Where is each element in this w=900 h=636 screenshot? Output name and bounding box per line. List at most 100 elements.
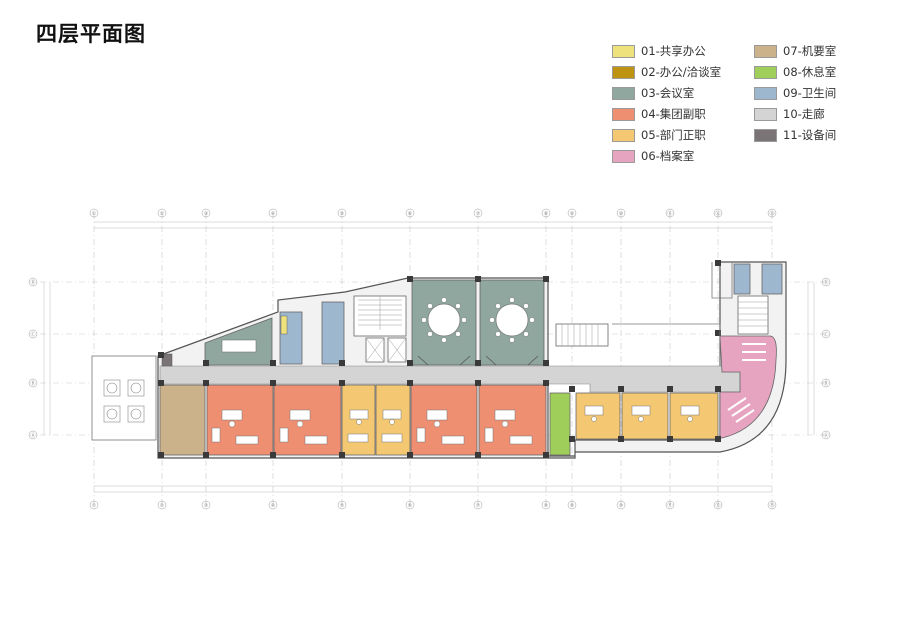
right-stair-treads	[561, 324, 599, 346]
col-label-bottom: ①	[92, 503, 97, 509]
legend-item-confidential-room: 07-机要室	[754, 42, 836, 60]
legend-label: 09-卫生间	[783, 86, 837, 100]
room-restroom-2	[321, 301, 345, 365]
row-label-right: Ⓒ	[823, 331, 828, 338]
archive-shelves	[727, 343, 766, 423]
col-label: ①	[92, 211, 97, 217]
row-label: Ⓓ	[30, 279, 35, 286]
col-label-bottom: ⑫	[715, 502, 720, 509]
legend-item-shared-office: 01-共享办公	[612, 42, 706, 60]
column-axis-labels-bottom	[89, 500, 777, 510]
legend-label: 01-共享办公	[641, 44, 706, 58]
legend-swatch	[612, 128, 635, 142]
office-chairs	[228, 416, 693, 428]
col-label-bottom: ④	[271, 503, 276, 509]
legend-swatch	[754, 128, 777, 142]
col-label-bottom: ③	[204, 503, 208, 509]
col-label-bottom: ⑨	[570, 503, 574, 509]
col-label-bottom: ⑪	[667, 502, 672, 509]
legend-label: 10-走廊	[783, 107, 825, 121]
terrace-fixtures	[103, 379, 145, 423]
room-dept-3	[575, 392, 621, 440]
col-label: ⑧	[544, 211, 549, 217]
row-label-right: Ⓐ	[823, 432, 828, 439]
row-label: Ⓑ	[30, 380, 35, 387]
legend-swatch	[612, 44, 635, 58]
row-label-right: Ⓑ	[823, 380, 828, 387]
legend-swatch	[754, 44, 777, 58]
room-confidential	[159, 384, 206, 456]
legend-label: 08-休息室	[783, 65, 837, 79]
legend-swatch	[754, 107, 777, 121]
col-label: ④	[271, 211, 276, 217]
conference-tables	[427, 303, 529, 337]
legend-label: 04-集团副职	[641, 107, 706, 121]
col-label: ⑪	[667, 210, 672, 217]
legend-swatch	[612, 65, 635, 79]
legend-swatch	[612, 149, 635, 163]
legend-item-conference-room: 03-会议室	[612, 84, 694, 102]
col-label-bottom: ⑤	[340, 503, 344, 509]
legend-label: 05-部门正职	[641, 128, 706, 142]
legend-swatch	[754, 65, 777, 79]
legend-label: 03-会议室	[641, 86, 695, 100]
right-stair	[555, 323, 609, 347]
north-core	[711, 262, 733, 299]
legend-item-corridor: 10-走廊	[754, 105, 825, 123]
left-terrace	[91, 355, 157, 441]
meeting-table	[221, 339, 257, 353]
conference-walls	[417, 355, 539, 366]
office-furniture	[211, 405, 700, 445]
legend-item-deputy-office: 04-集团副职	[612, 105, 706, 123]
legend-label: 02-办公/洽谈室	[641, 65, 722, 79]
row-axis-labels	[28, 277, 831, 440]
col-label-bottom: ⑩	[619, 503, 624, 509]
right-core-stair	[737, 295, 769, 335]
dimension-lines	[43, 221, 815, 493]
row-label: Ⓒ	[30, 331, 35, 338]
col-label: ⑥	[408, 211, 413, 217]
room-dept-4	[621, 392, 669, 440]
col-label-bottom: ⑦	[476, 503, 481, 509]
col-label-bottom: ②	[160, 503, 165, 509]
legend: 01-共享办公 02-办公/洽谈室 03-会议室 04-集团副职 05-部门正职…	[612, 42, 872, 168]
legend-item-archive-room: 06-档案室	[612, 147, 694, 165]
legend-label: 07-机要室	[783, 44, 837, 58]
page-title: 四层平面图	[36, 22, 146, 46]
room-equipment	[161, 353, 173, 367]
room-dept-5	[669, 392, 719, 440]
legend-item-department-head: 05-部门正职	[612, 126, 706, 144]
col-label: ⑦	[476, 211, 481, 217]
col-label: ②	[160, 211, 165, 217]
room-shared-office	[280, 315, 288, 335]
col-label-bottom: ⑬	[769, 502, 774, 509]
row-label-right: Ⓓ	[823, 279, 828, 286]
col-label-bottom: ⑥	[408, 503, 413, 509]
legend-swatch	[612, 107, 635, 121]
column-axis-labels-top	[89, 208, 777, 218]
right-core-treads	[738, 301, 768, 327]
legend-label: 11-设备间	[783, 128, 837, 142]
room-restroom-3	[733, 263, 751, 295]
stair-treads	[358, 296, 402, 330]
room-restroom-4	[761, 263, 783, 295]
legend-label: 06-档案室	[641, 149, 695, 163]
legend-item-equipment-room: 11-设备间	[754, 126, 836, 144]
room-lounge	[549, 392, 571, 456]
col-label: ⑩	[619, 211, 624, 217]
east-balcony	[612, 323, 721, 366]
legend-swatch	[612, 86, 635, 100]
legend-swatch	[754, 86, 777, 100]
legend-item-office-meeting: 02-办公/洽谈室	[612, 63, 721, 81]
col-label: ⑤	[340, 211, 344, 217]
col-label: ⑬	[769, 210, 774, 217]
col-label: ⑨	[570, 211, 574, 217]
axis-label-text: ① ② ③ ④ ⑤ ⑥ ⑦ ⑧ ⑨ ⑩ ⑪ ⑫ ⑬ ① ② ③ ④ ⑤ ⑥ ⑦ …	[30, 210, 828, 509]
col-label: ⑫	[715, 210, 720, 217]
conference-chairs	[421, 297, 535, 343]
structural-columns	[158, 260, 721, 458]
col-label: ③	[204, 211, 208, 217]
legend-item-lounge: 08-休息室	[754, 63, 836, 81]
legend-item-restroom: 09-卫生间	[754, 84, 836, 102]
